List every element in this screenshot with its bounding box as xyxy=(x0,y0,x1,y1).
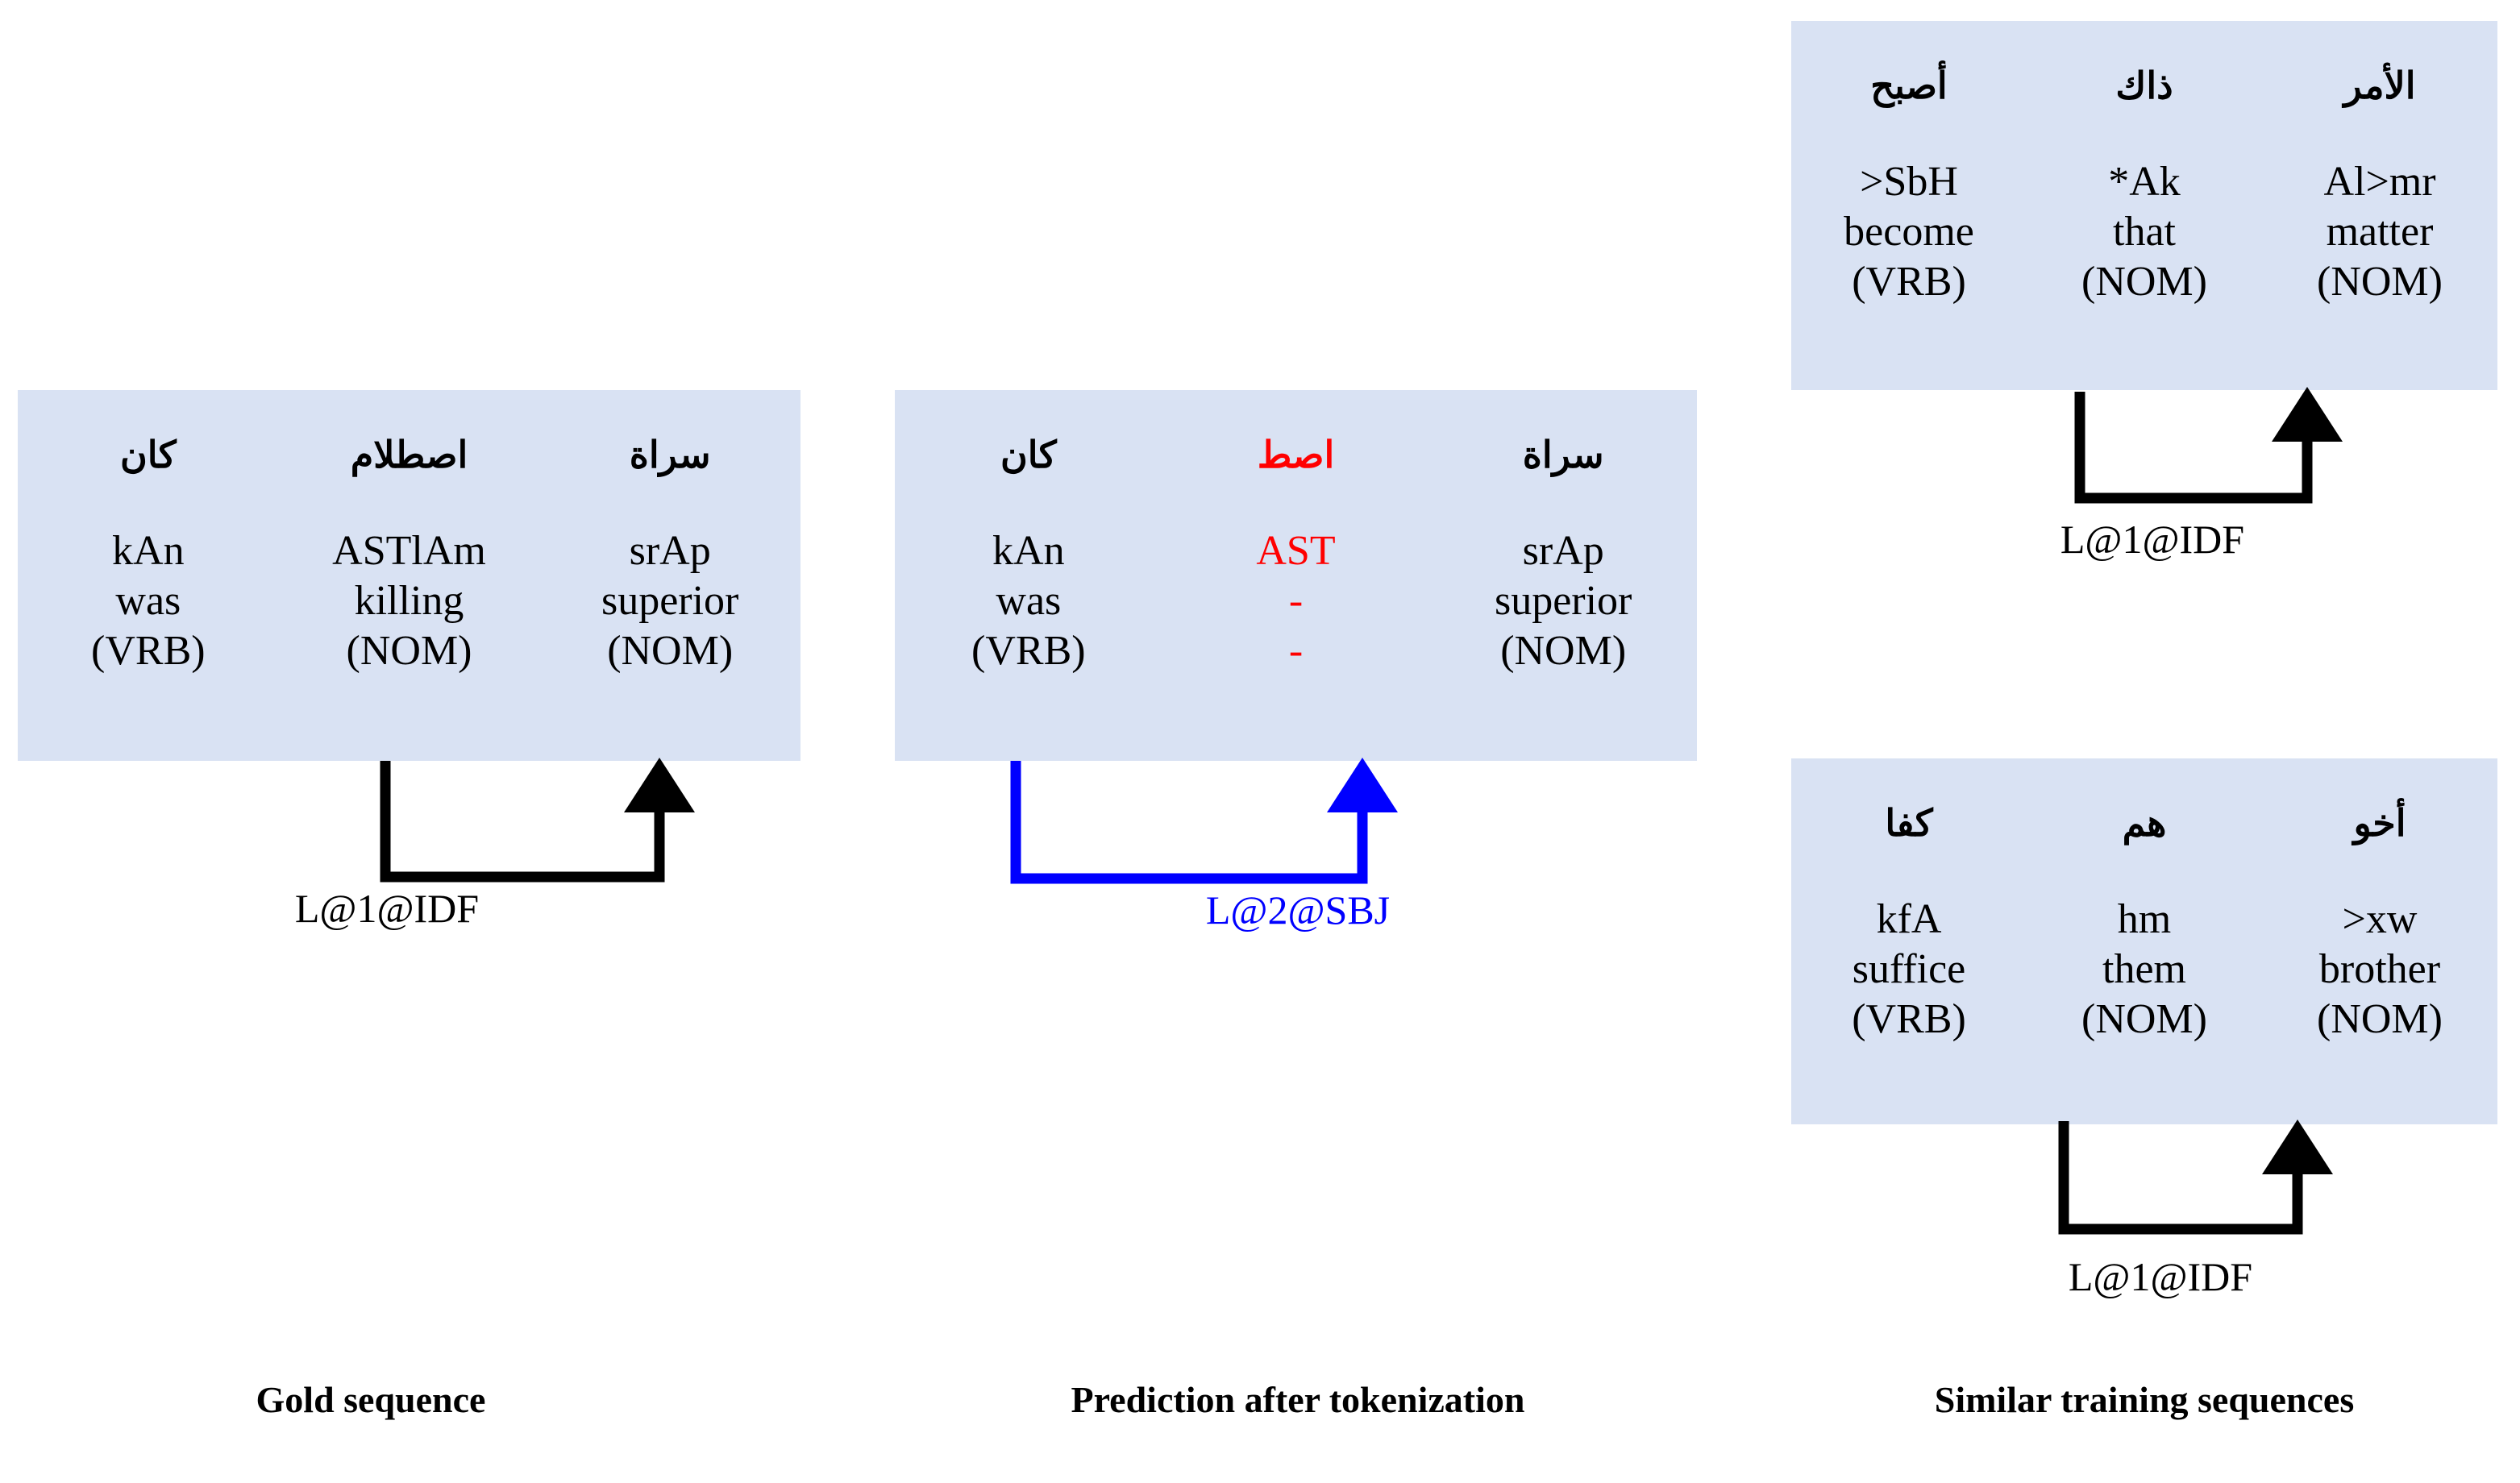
token-transliteration: srAp xyxy=(1522,527,1604,574)
token-arabic: كان xyxy=(1000,434,1057,476)
token-gloss: them xyxy=(2102,945,2186,992)
training-top-arc-label: L@1@IDF xyxy=(2060,517,2245,562)
token-arabic: هم xyxy=(2122,803,2167,844)
token-column-highlighted: اصط AST - - xyxy=(1162,390,1430,761)
token-pos: (NOM) xyxy=(2081,996,2207,1043)
token-transliteration: srAp xyxy=(629,527,711,574)
gold-sequence-panel: كان kAn was (VRB) اصطلام ASTlAm killing … xyxy=(18,390,800,761)
prediction-arc-label: L@2@SBJ xyxy=(1205,887,1391,933)
token-gloss: was xyxy=(996,577,1062,624)
token-pos: (NOM) xyxy=(2081,259,2207,305)
token-column: سراة srAp superior (NOM) xyxy=(539,390,800,761)
token-transliteration: AST xyxy=(1256,527,1336,574)
token-arabic: كان xyxy=(119,434,177,476)
token-gloss: become xyxy=(1844,208,1974,255)
token-arabic: سراة xyxy=(629,434,711,476)
token-transliteration: kAn xyxy=(112,527,185,574)
token-gloss: superior xyxy=(601,577,739,624)
caption-gold-sequence: Gold sequence xyxy=(256,1379,486,1420)
token-pos: (NOM) xyxy=(346,628,472,675)
token-column: الأمر Al>mr matter (NOM) xyxy=(2262,21,2497,390)
token-gloss: that xyxy=(2113,208,2176,255)
prediction-dependency-arc xyxy=(1010,758,1398,884)
token-transliteration: Al>mr xyxy=(2323,158,2436,205)
token-column: أخو >xw brother (NOM) xyxy=(2262,758,2497,1124)
token-column: كان kAn was (VRB) xyxy=(895,390,1162,761)
caption-prediction: Prediction after tokenization xyxy=(1071,1379,1525,1420)
token-pos: - xyxy=(1288,628,1304,675)
gold-arc-label: L@1@IDF xyxy=(294,886,480,931)
token-gloss: suffice xyxy=(1852,945,1966,992)
prediction-panel: كان kAn was (VRB) اصط AST - - سراة srAp … xyxy=(895,390,1697,761)
token-pos: (NOM) xyxy=(1500,628,1627,675)
token-pos: (VRB) xyxy=(91,628,206,675)
token-arabic: أخو xyxy=(2353,803,2406,844)
training-bottom-dependency-arc xyxy=(2058,1120,2333,1235)
training-top-dependency-arc xyxy=(2074,387,2343,504)
token-column: أصبح >SbH become (VRB) xyxy=(1791,21,2027,390)
token-transliteration: *Ak xyxy=(2108,158,2181,205)
token-gloss: brother xyxy=(2318,945,2441,992)
token-pos: (NOM) xyxy=(2317,259,2443,305)
token-transliteration: hm xyxy=(2117,895,2172,942)
token-transliteration: kfA xyxy=(1876,895,1942,942)
token-column: ذاك *Ak that (NOM) xyxy=(2027,21,2262,390)
training-sequence-panel-top: أصبح >SbH become (VRB) ذاك *Ak that (NOM… xyxy=(1791,21,2497,390)
token-arabic: ذاك xyxy=(2115,65,2173,106)
token-pos: (VRB) xyxy=(971,628,1086,675)
token-column: سراة srAp superior (NOM) xyxy=(1429,390,1697,761)
training-bottom-arc-label: L@1@IDF xyxy=(2068,1254,2253,1299)
token-column: اصطلام ASTlAm killing (NOM) xyxy=(279,390,540,761)
token-pos: (NOM) xyxy=(607,628,734,675)
token-arabic: كفا xyxy=(1885,803,1933,844)
token-transliteration: >xw xyxy=(2342,895,2418,942)
token-gloss: - xyxy=(1288,577,1304,624)
token-pos: (NOM) xyxy=(2317,996,2443,1043)
token-pos: (VRB) xyxy=(1852,996,1966,1043)
token-pos: (VRB) xyxy=(1852,259,1966,305)
token-arabic: اصطلام xyxy=(350,434,468,476)
token-arabic: أصبح xyxy=(1870,65,1948,106)
caption-training-sequences: Similar training sequences xyxy=(1934,1379,2355,1420)
token-transliteration: >SbH xyxy=(1860,158,1958,205)
token-gloss: killing xyxy=(354,577,464,624)
token-column: كان kAn was (VRB) xyxy=(18,390,279,761)
token-column: هم hm them (NOM) xyxy=(2027,758,2262,1124)
token-transliteration: ASTlAm xyxy=(332,527,486,574)
token-arabic: سراة xyxy=(1522,434,1604,476)
token-gloss: superior xyxy=(1494,577,1632,624)
token-gloss: was xyxy=(115,577,181,624)
token-arabic: الأمر xyxy=(2343,65,2416,106)
gold-dependency-arc xyxy=(380,758,695,883)
token-gloss: matter xyxy=(2326,208,2434,255)
token-transliteration: kAn xyxy=(992,527,1065,574)
token-arabic: اصط xyxy=(1257,434,1335,476)
token-column: كفا kfA suffice (VRB) xyxy=(1791,758,2027,1124)
training-sequence-panel-bottom: كفا kfA suffice (VRB) هم hm them (NOM) أ… xyxy=(1791,758,2497,1124)
